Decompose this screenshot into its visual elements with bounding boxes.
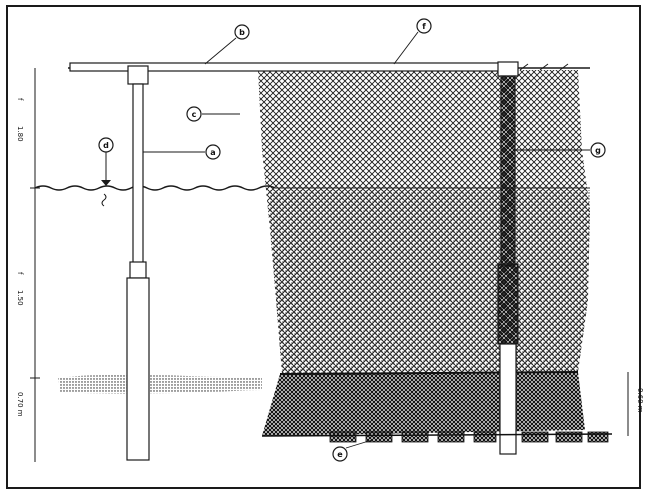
outer-border — [6, 5, 641, 489]
dim-upper: 1.80 — [16, 126, 24, 142]
leader-b — [204, 37, 237, 65]
water-symbol — [101, 193, 107, 207]
tee-fitting-right — [497, 61, 519, 77]
left-well-screen — [126, 277, 150, 461]
water-marker-arrow — [101, 180, 111, 186]
left-coupling — [129, 261, 147, 279]
water-level-line — [34, 185, 276, 191]
soil-middle-dots — [268, 190, 590, 374]
dim-middle-mark: f — [16, 272, 24, 275]
svg-text:d: d — [103, 141, 109, 150]
callout-a: a — [205, 144, 221, 160]
dim-lower: 0.70 m — [16, 392, 24, 417]
gravel-blocks — [329, 431, 609, 443]
dim-right: 0.60 m — [636, 388, 644, 413]
callout-f: f — [416, 18, 432, 34]
ground-strip-left — [58, 374, 262, 394]
left-riser-pipe — [132, 83, 144, 265]
right-riser-pipe — [500, 75, 516, 267]
callout-d: d — [98, 137, 114, 153]
svg-text:c: c — [192, 110, 197, 119]
right-coupling — [497, 263, 519, 345]
leader-f — [393, 31, 419, 65]
callout-g: g — [590, 142, 606, 158]
dim-upper-mark: f — [16, 98, 24, 101]
svg-text:b: b — [239, 28, 245, 37]
svg-text:a: a — [210, 148, 215, 157]
svg-text:g: g — [595, 146, 601, 155]
bottom-line — [261, 433, 613, 437]
layer-boundary — [279, 371, 579, 375]
soil-lower-dense — [262, 372, 585, 436]
tee-fitting-left — [127, 65, 149, 85]
callout-c: c — [186, 106, 202, 122]
right-well-screen — [499, 343, 517, 455]
callout-b: b — [234, 24, 250, 40]
dim-middle: 1.50 — [16, 290, 24, 306]
svg-text:e: e — [337, 450, 343, 459]
leader-e — [345, 439, 373, 449]
callout-e: e — [332, 446, 348, 462]
svg-text:f: f — [422, 22, 426, 31]
